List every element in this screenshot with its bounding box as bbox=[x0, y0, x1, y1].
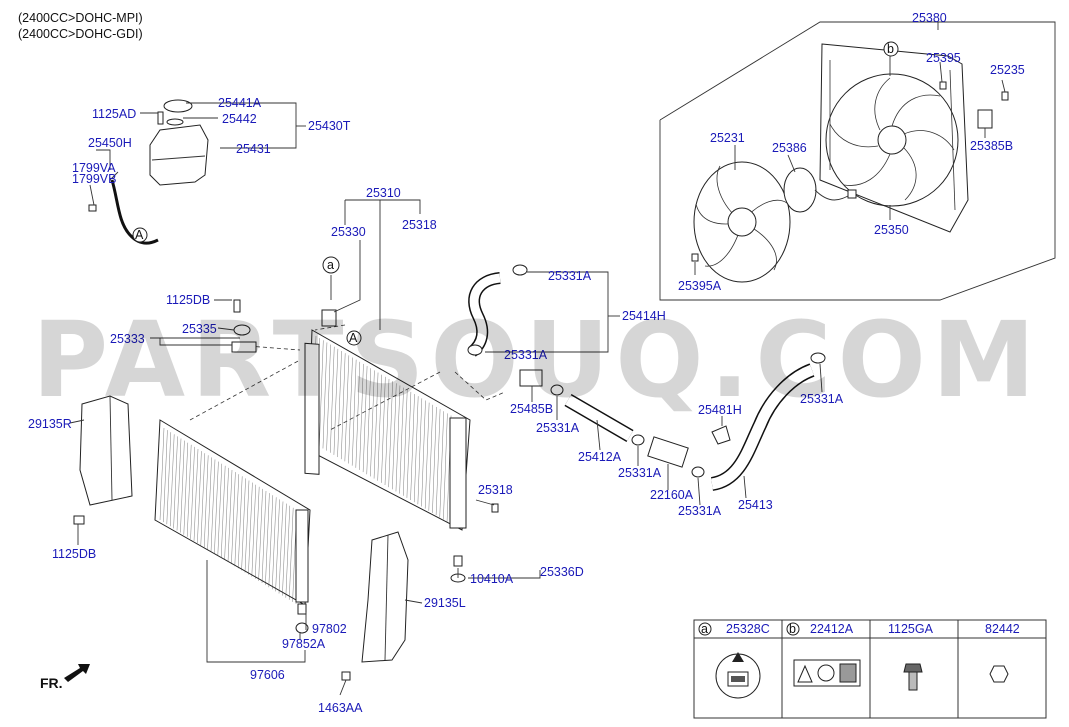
legend-b-key: b bbox=[789, 622, 796, 636]
label-1125DB-bottom: 1125DB bbox=[52, 547, 96, 561]
callout-a: a bbox=[327, 258, 334, 272]
label-25235: 25235 bbox=[990, 63, 1025, 77]
air-guard-left bbox=[361, 531, 409, 663]
label-25481H: 25481H bbox=[698, 403, 742, 417]
label-25336D: 25336D bbox=[540, 565, 584, 579]
label-97606: 97606 bbox=[250, 668, 285, 682]
label-25441A: 25441A bbox=[218, 96, 262, 110]
label-25450H: 25450H bbox=[88, 136, 132, 150]
label-25331A-6: 25331A bbox=[678, 504, 722, 518]
label-97802: 97802 bbox=[312, 622, 347, 636]
legend-d-code: 82442 bbox=[985, 622, 1020, 636]
reservoir-tank bbox=[149, 124, 209, 186]
watermark: PARTSOUQ.COM bbox=[32, 299, 1041, 421]
legend-b-code: 22412A bbox=[810, 622, 854, 636]
header-line-2: (2400CC>DOHC-GDI) bbox=[18, 27, 143, 41]
header-line-1: (2400CC>DOHC-MPI) bbox=[18, 11, 143, 25]
air-guard-group: 29135R 1125DB 29135L 1463AA bbox=[28, 395, 466, 715]
label-1799VA: 1799VA bbox=[72, 161, 116, 175]
label-25310: 25310 bbox=[366, 186, 401, 200]
label-25413: 25413 bbox=[738, 498, 773, 512]
label-29135L: 29135L bbox=[424, 596, 466, 610]
clip-nut-icon bbox=[989, 665, 1009, 683]
upper-mount bbox=[321, 309, 337, 327]
hose-group: 25331A 25414H 25331A 25485B 25331A 25481… bbox=[467, 264, 844, 518]
legend-b-icon bbox=[786, 622, 800, 636]
label-22160A: 22160A bbox=[650, 488, 694, 502]
overflow-hose bbox=[110, 179, 159, 245]
label-25385B: 25385B bbox=[970, 139, 1013, 153]
label-25395: 25395 bbox=[926, 51, 961, 65]
legend-a-key: a bbox=[701, 622, 708, 636]
clip-25481H bbox=[711, 425, 731, 445]
bolt-icon bbox=[903, 663, 923, 691]
radiator-group: a A 25310 25318 25330 1125DB 25335 25333… bbox=[110, 186, 584, 682]
legend-a-code: 25328C bbox=[726, 622, 770, 636]
callout-b: b bbox=[887, 42, 894, 56]
label-25333: 25333 bbox=[110, 332, 145, 346]
pipe-22160A bbox=[647, 436, 689, 468]
label-25331A-4: 25331A bbox=[536, 421, 580, 435]
label-25414H: 25414H bbox=[622, 309, 666, 323]
connector-25385B bbox=[977, 109, 993, 129]
front-arrow-icon bbox=[64, 664, 90, 682]
label-25380: 25380 bbox=[912, 11, 947, 25]
label-25395A: 25395A bbox=[678, 279, 722, 293]
label-25442: 25442 bbox=[222, 112, 257, 126]
label-25231: 25231 bbox=[710, 131, 745, 145]
label-25431: 25431 bbox=[236, 142, 271, 156]
legend-a-icon bbox=[698, 622, 712, 636]
label-10410A: 10410A bbox=[470, 572, 514, 586]
label-1799VB: 1799VB bbox=[72, 172, 116, 186]
callout-A-top: A bbox=[135, 228, 144, 242]
reservoir-group: A 25441A 25442 25430T 25431 1125AD 25450… bbox=[72, 96, 351, 245]
label-25331A-1: 25331A bbox=[548, 269, 592, 283]
label-25318-top: 25318 bbox=[402, 218, 437, 232]
label-25430T: 25430T bbox=[308, 119, 351, 133]
label-1125AD: 1125AD bbox=[92, 107, 136, 121]
fan-motor bbox=[783, 167, 817, 213]
callout-A-radiator: A bbox=[349, 331, 358, 345]
label-25318-bottom: 25318 bbox=[478, 483, 513, 497]
fitting-25485B bbox=[519, 369, 543, 387]
label-29135R: 29135R bbox=[28, 417, 72, 431]
fan-assembly-group: 25380 b 25395 25235 25231 25386 25385B 2… bbox=[659, 11, 1056, 301]
label-25335: 25335 bbox=[182, 322, 217, 336]
label-25330: 25330 bbox=[331, 225, 366, 239]
label-25350: 25350 bbox=[874, 223, 909, 237]
label-25331A-2: 25331A bbox=[504, 348, 548, 362]
label-1125DB-top: 1125DB bbox=[166, 293, 210, 307]
label-97852A: 97852A bbox=[282, 637, 326, 651]
front-direction-label: FR. bbox=[40, 675, 63, 691]
label-25412A: 25412A bbox=[578, 450, 622, 464]
callout-b-icon bbox=[883, 41, 899, 57]
label-25331A-5: 25331A bbox=[618, 466, 662, 480]
reservoir-cap bbox=[163, 99, 193, 113]
legend-c-code: 1125GA bbox=[888, 622, 934, 636]
label-25485B: 25485B bbox=[510, 402, 553, 416]
label-25386: 25386 bbox=[772, 141, 807, 155]
label-25331A-3: 25331A bbox=[800, 392, 844, 406]
legend-table: a 25328C b 22412A 1125GA 82442 bbox=[693, 619, 1047, 719]
label-1463AA: 1463AA bbox=[318, 701, 363, 715]
